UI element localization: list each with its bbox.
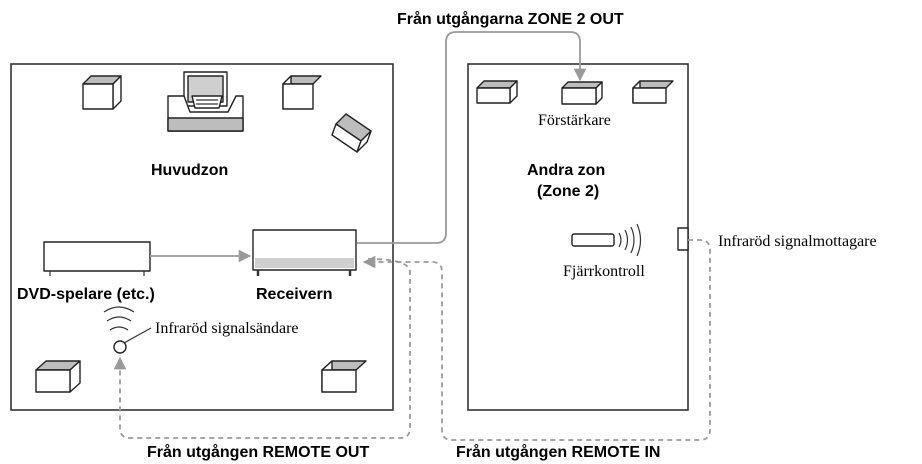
remote-in-connection <box>362 239 711 441</box>
remote-in-label: Från utgången REMOTE IN <box>456 443 660 461</box>
ir-receiver-label: Infraröd signalmottagare <box>718 233 877 250</box>
main-zone-label: Huvudzon <box>151 162 228 179</box>
amplifier-label: Förstärkare <box>538 112 611 129</box>
dvd-player-label: DVD-spelare (etc.) <box>17 286 155 303</box>
ir-emitter-icon <box>103 306 152 354</box>
tv-center-speaker-icon <box>167 71 244 132</box>
other-zone-label: Andra zon <box>527 162 605 179</box>
front-left-speaker-icon <box>82 75 122 110</box>
remote-control-label: Fjärrkontroll <box>563 263 645 280</box>
ir-receiver-sensor-icon <box>677 227 689 251</box>
dvd-player-icon <box>43 241 151 276</box>
rear-left-speaker-icon <box>35 360 81 393</box>
rear-right-speaker-icon <box>321 360 367 393</box>
remote-out-label: Från utgången REMOTE OUT <box>147 443 369 461</box>
zone2-right-speaker-icon <box>632 80 674 104</box>
ir-emitter-label: Infraröd signalsändare <box>155 320 299 337</box>
front-right-speaker-icon <box>282 75 322 110</box>
other-zone-sub-label: (Zone 2) <box>537 183 599 200</box>
remote-out-connection <box>113 258 411 439</box>
remote-control-icon <box>571 223 642 257</box>
zone2-out-connection <box>357 31 587 244</box>
receiver-icon <box>252 229 357 276</box>
surround-speaker-angled-icon <box>331 113 372 153</box>
amplifier-icon <box>561 81 603 105</box>
receiver-label: Receivern <box>256 286 333 303</box>
zone2-left-speaker-icon <box>476 80 518 104</box>
zone2-out-label: Från utgångarna ZONE 2 OUT <box>397 10 624 28</box>
